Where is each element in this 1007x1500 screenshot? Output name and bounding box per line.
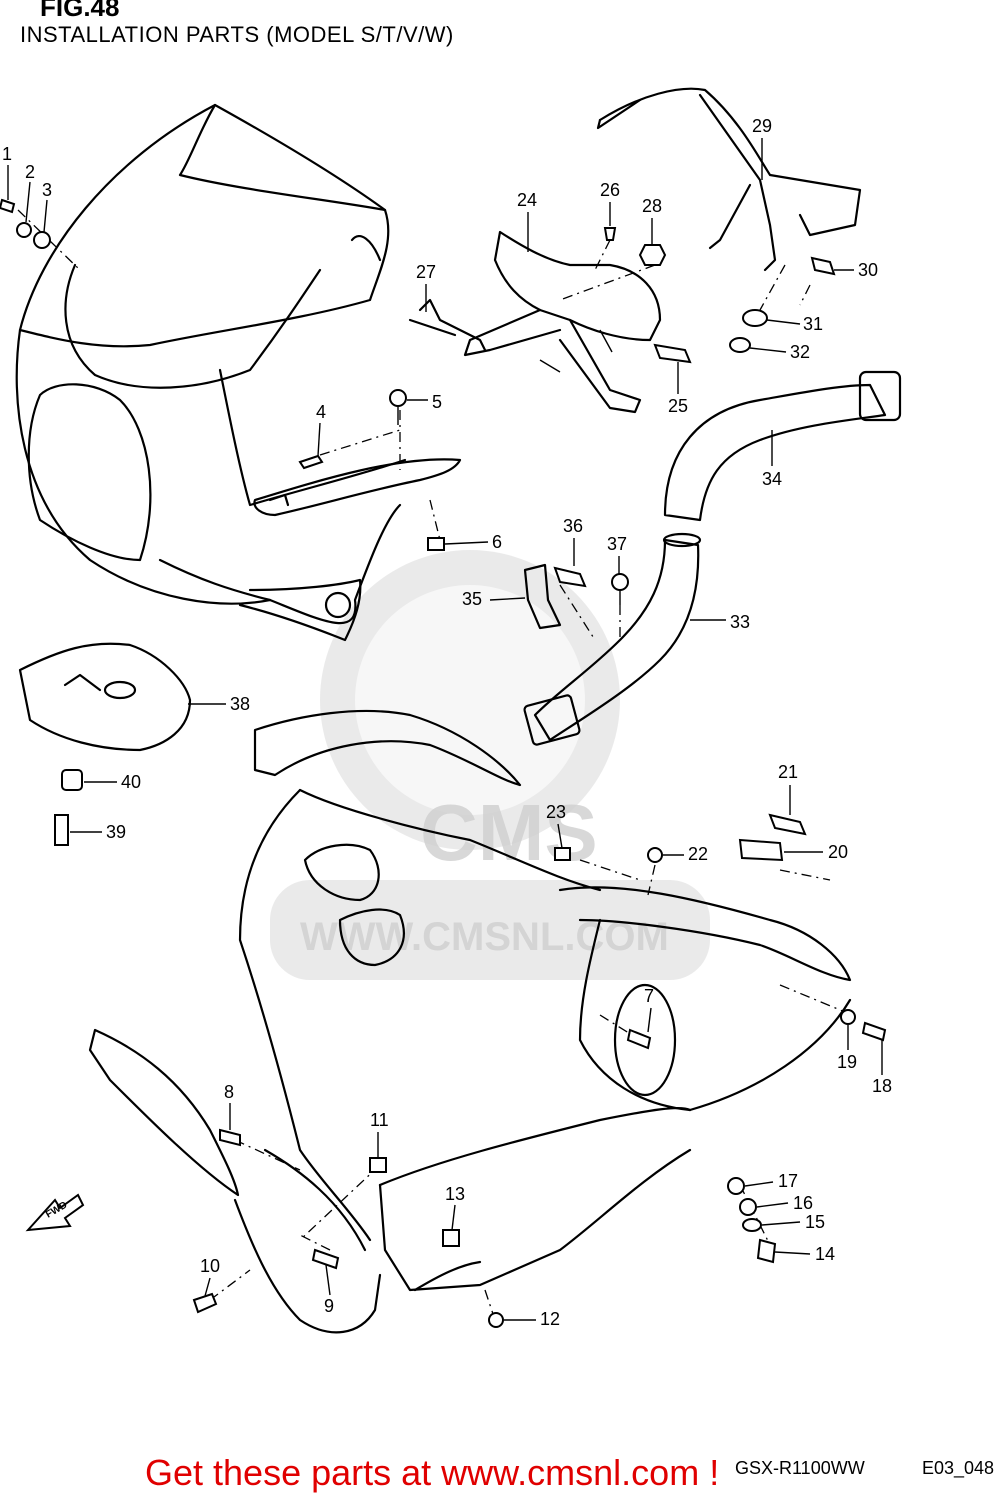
- figure-code: E03_048: [922, 1458, 995, 1478]
- callout-31: 31: [803, 314, 823, 334]
- watermark: CMS WWW.CMSNL.COM: [270, 550, 710, 980]
- callout-2: 2: [25, 162, 35, 182]
- callout-24: 24: [517, 190, 537, 210]
- lower-cowling-upper-strip: [253, 709, 522, 787]
- air-duct: [523, 370, 902, 746]
- lower-cowling: [238, 788, 852, 1292]
- meter-bracket: [596, 87, 862, 272]
- cover-38: [18, 642, 192, 752]
- figure-title: FIG.48: [40, 0, 120, 22]
- parts-banner-link[interactable]: Get these parts at www.cmsnl.com !: [145, 1452, 720, 1493]
- fasteners: [0, 198, 887, 1328]
- side-panel: [88, 1028, 382, 1334]
- callout-40: 40: [121, 772, 141, 792]
- watermark-url: WWW.CMSNL.COM: [300, 915, 669, 959]
- callout-8: 8: [224, 1082, 234, 1102]
- inner-panel: [253, 458, 462, 517]
- callout-14: 14: [815, 1244, 835, 1264]
- callout-5: 5: [432, 392, 442, 412]
- callout-4: 4: [316, 402, 326, 422]
- callout-28: 28: [642, 196, 662, 216]
- leader-lines: [17, 209, 846, 1321]
- callout-30: 30: [858, 260, 878, 280]
- callout-23: 23: [546, 802, 566, 822]
- bracket-35: [523, 563, 562, 630]
- callout-35: 35: [462, 589, 482, 609]
- callout-33: 33: [730, 612, 750, 632]
- callout-labels: 1 2 3 4 5 6 7 8 9 10 11 12 13 1: [2, 116, 892, 1329]
- callout-27: 27: [416, 262, 436, 282]
- figure-subtitle: INSTALLATION PARTS (MODEL S/T/V/W): [20, 22, 454, 47]
- callout-21: 21: [778, 762, 798, 782]
- callout-38: 38: [230, 694, 250, 714]
- callout-39: 39: [106, 822, 126, 842]
- callout-25: 25: [668, 396, 688, 416]
- callout-15: 15: [805, 1212, 825, 1232]
- callout-34: 34: [762, 469, 782, 489]
- callout-3: 3: [42, 180, 52, 200]
- callout-26: 26: [600, 180, 620, 200]
- callout-10: 10: [200, 1256, 220, 1276]
- forward-arrow: FWD: [25, 1193, 85, 1232]
- model-code: GSX-R1100WW: [735, 1458, 865, 1478]
- callout-32: 32: [790, 342, 810, 362]
- callout-18: 18: [872, 1076, 892, 1096]
- callout-6: 6: [492, 532, 502, 552]
- callout-20: 20: [828, 842, 848, 862]
- callout-1: 1: [2, 144, 12, 164]
- callout-29: 29: [752, 116, 772, 136]
- callout-12: 12: [540, 1309, 560, 1329]
- callout-17: 17: [778, 1171, 798, 1191]
- watermark-logo: CMS: [420, 788, 598, 877]
- callout-36: 36: [563, 516, 583, 536]
- callout-37: 37: [607, 534, 627, 554]
- callout-13: 13: [445, 1184, 465, 1204]
- callout-19: 19: [837, 1052, 857, 1072]
- callout-22: 22: [688, 844, 708, 864]
- upper-cowling: [15, 103, 407, 642]
- callout-11: 11: [370, 1110, 389, 1130]
- callout-7: 7: [644, 986, 654, 1006]
- cowling-bracket: [408, 230, 662, 414]
- callout-9: 9: [324, 1296, 334, 1316]
- callout-16: 16: [793, 1193, 813, 1213]
